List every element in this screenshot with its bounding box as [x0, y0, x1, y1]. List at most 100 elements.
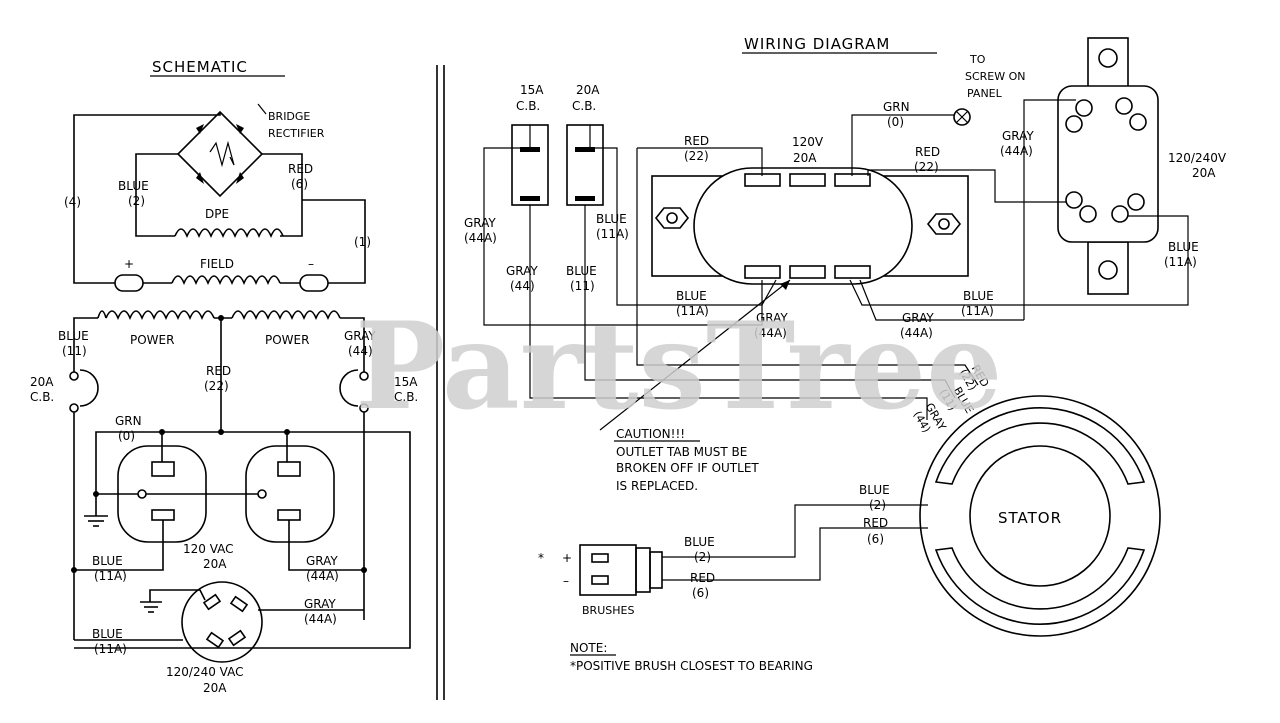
power-left-label: POWER — [130, 333, 174, 347]
diode-3 — [196, 172, 204, 184]
red-6-label-a: RED — [288, 162, 313, 176]
gray-44-label-a: GRAY — [344, 329, 376, 343]
wire-gray-44 — [340, 317, 365, 372]
wd-gray-44-label-a: GRAY — [506, 264, 538, 278]
stator-outer — [919, 395, 1161, 637]
outlet-right-gray — [288, 520, 364, 571]
outlet-240-slot-2 — [229, 595, 249, 613]
red-22-r-label-a: RED — [915, 145, 940, 159]
brush-holder-end — [649, 551, 663, 589]
v120-label-a: 120V — [792, 135, 824, 149]
outlet-right-slot-top — [277, 461, 301, 477]
brush-star-label: * — [538, 551, 544, 565]
cb20-label-a: 20A — [30, 375, 54, 389]
wire-red-22-top — [637, 147, 763, 176]
outlet-120-term-6 — [834, 265, 871, 279]
cb15-arc — [339, 369, 359, 407]
outlet-240 — [181, 581, 263, 663]
wire-gray-44a-left — [483, 125, 763, 326]
gray-44a-2-label-a: GRAY — [304, 597, 336, 611]
outlet-240-bracket-top — [1087, 37, 1129, 89]
wire-gray-44a-right — [859, 279, 1024, 321]
outlet-240-pin-5 — [1065, 191, 1083, 209]
to-screw-label-3: PANEL — [967, 87, 1003, 100]
breaker-15a-term-1 — [520, 147, 540, 152]
field-label: FIELD — [200, 257, 234, 271]
dpe-coil — [174, 228, 284, 239]
cb15-terminal-top — [359, 371, 369, 381]
blue-11a-right-label-b: (11A) — [961, 304, 994, 318]
outlet-240-pin-7 — [1111, 205, 1129, 223]
note-text: *POSITIVE BRUSH CLOSEST TO BEARING — [570, 659, 813, 673]
wire-red-22-right — [867, 169, 1066, 203]
breaker-20a — [566, 124, 604, 206]
diode-4 — [236, 172, 244, 184]
outlet-240-body — [1057, 85, 1159, 243]
blue-11a-mid-label-b: (11A) — [676, 304, 709, 318]
wire-4-label: (4) — [64, 195, 81, 209]
vac240-label-b: 20A — [203, 681, 227, 695]
blue-11a-left-label-a: BLUE — [596, 212, 627, 226]
wd-gray-44-label-b: (44) — [510, 279, 535, 293]
blue-2-s-label-a: BLUE — [859, 483, 890, 497]
wire-gray-44a-top — [1023, 99, 1076, 320]
gray-node — [361, 567, 367, 573]
gray-44a-mid1-label-a: GRAY — [756, 311, 788, 325]
wire-blue-11a-right — [849, 215, 1189, 306]
red-node — [218, 429, 224, 435]
caution-line-1: CAUTION!!! — [616, 427, 685, 441]
blue-2-s-label-b: (2) — [869, 498, 886, 512]
caution-line-3: BROKEN OFF IF OUTLET — [616, 461, 759, 475]
vac120-label-a: 120 VAC — [183, 542, 234, 556]
outlet-240-slot-4 — [227, 629, 247, 647]
blue-2-b-label-a: BLUE — [684, 535, 715, 549]
v120-label-b: 20A — [793, 151, 817, 165]
cb20-label-b: C.B. — [30, 390, 54, 404]
outlet-left-slot-bottom — [151, 509, 175, 521]
brush-plus-label: + — [562, 551, 572, 565]
outlet-240-bolt-bottom — [1098, 260, 1118, 280]
gray-44a-mid2-label-a: GRAY — [902, 311, 934, 325]
gray-44a-left-label-b: (44A) — [464, 231, 497, 245]
outlet-240-pin-3 — [1115, 97, 1133, 115]
wire-red-6 — [262, 153, 303, 237]
blue-11-label-b: (11) — [62, 344, 87, 358]
outlet-right-slot-bottom — [277, 509, 301, 521]
red-22-r-label-b: (22) — [914, 160, 939, 174]
outlet-120-nut-right — [926, 213, 962, 235]
outlet-120-bolt-left — [666, 212, 678, 224]
bridge-resistor — [209, 140, 235, 168]
outlet-240-bracket-bottom — [1087, 241, 1129, 295]
stator-slot-top — [934, 407, 1146, 485]
blue-2-label-a: BLUE — [118, 179, 149, 193]
blue-2-label-b: (2) — [128, 194, 145, 208]
bridge-label-1: BRIDGE — [268, 110, 310, 123]
power-coil-left — [105, 310, 215, 321]
vac120-label-b: 20A — [203, 557, 227, 571]
blue-11a-right-label-a: BLUE — [963, 289, 994, 303]
wire-gray-44 — [529, 205, 928, 420]
gray-44a-top-label-b: (44A) — [1000, 144, 1033, 158]
outlet-right-ground — [257, 489, 267, 499]
cb20-terminal-bottom — [69, 403, 79, 413]
stator-slot-bottom — [934, 547, 1146, 625]
brush-holder-cap — [635, 547, 651, 593]
wire-blue-11a-left — [589, 125, 762, 306]
blue-11a-far-label-a: BLUE — [1168, 240, 1199, 254]
outlet-120-term-2 — [789, 173, 826, 187]
wire-grn-0 — [851, 114, 954, 176]
outlet-240-pin-6 — [1079, 205, 1097, 223]
v240-label-a: 120/240V — [1168, 151, 1227, 165]
bridge-leader — [257, 103, 267, 115]
field-minus-label: – — [308, 257, 314, 271]
breaker-20a-term-2 — [575, 196, 595, 201]
red-22-l-label-a: RED — [684, 134, 709, 148]
power-coil-lead — [97, 310, 107, 319]
blue-11a-2-label-b: (11A) — [94, 642, 127, 656]
cb15-label-b: C.B. — [394, 390, 418, 404]
wire-4 — [73, 112, 221, 284]
red-6-b-label-a: RED — [690, 571, 715, 585]
gray-44a-left-label-a: GRAY — [464, 216, 496, 230]
to-screw-label-2: SCREW ON — [965, 70, 1026, 83]
